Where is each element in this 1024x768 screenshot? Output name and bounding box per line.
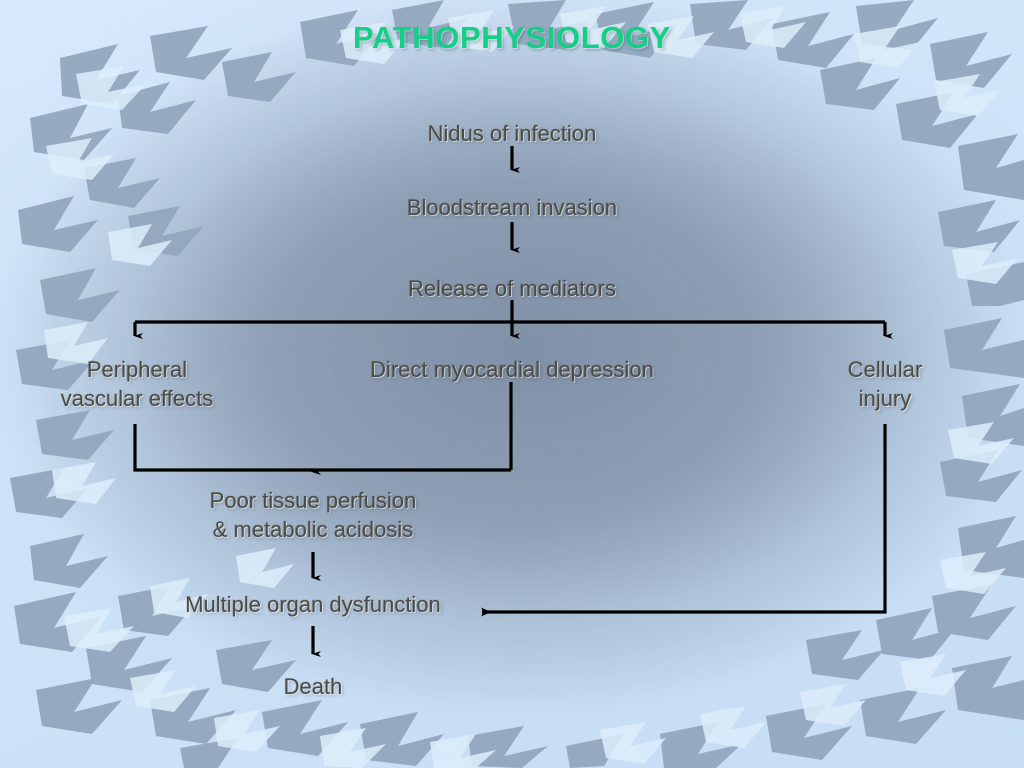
flow-node-peripheral-vascular-effects: Peripheral vascular effects [60,357,214,412]
page-title: PATHOPHYSIOLOGY [353,20,671,55]
flow-node-mediators: Release of mediators [408,276,616,301]
flow-node-bloodstream: Bloodstream invasion [406,195,618,220]
flow-node-cellular-injury: Cellular injury [847,357,923,412]
flow-node-direct-myocardial-depression: Direct myocardial depression [370,357,654,382]
flow-node-nidus: Nidus of infection [427,121,597,146]
flow-node-death: Death [283,674,343,699]
flow-node-multiple-organ-dysfunction: Multiple organ dysfunction [185,592,441,617]
flow-node-poor-tissue-perfusion: Poor tissue perfusion & metabolic acidos… [209,488,417,543]
